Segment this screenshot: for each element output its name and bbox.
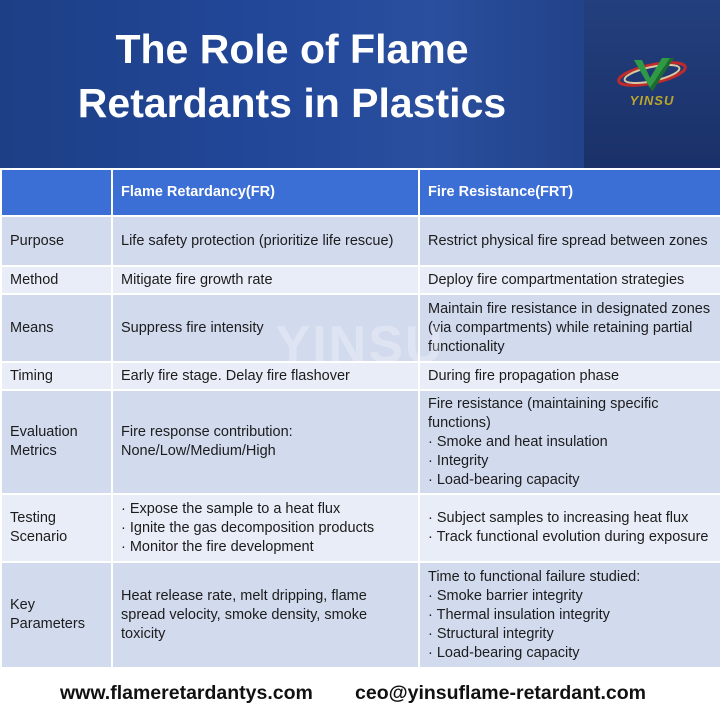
cell-text-line: Key (10, 597, 35, 613)
cell-fire-resistance: · Subject samples to increasing heat flu… (418, 493, 720, 563)
cell-text-line: During fire propagation phase (428, 367, 620, 384)
cell-text-line: Method (10, 271, 59, 288)
cell-text-line: · Smoke barrier integrity (428, 587, 583, 604)
comparison-table: Flame Retardancy(FR) Fire Resistance(FRT… (0, 168, 720, 669)
title-line-2: Retardants in Plastics (77, 80, 507, 126)
cell-text-line: Deploy fire compartmentation strategies (428, 271, 685, 288)
row-label: Purpose (0, 215, 113, 267)
row-label: Method (0, 265, 113, 295)
footer-website[interactable]: www.flameretardantys.com (60, 682, 313, 704)
cell-flame-retardancy: Mitigate fire growth rate (111, 265, 420, 295)
column-header-fire-resistance: Fire Resistance(FRT) (418, 168, 720, 217)
page-title: The Role of Flame Retardants in Plastics (0, 22, 584, 130)
cell-text-line: · Smoke and heat insulation (428, 433, 608, 450)
cell-text-line: · Thermal insulation integrity (428, 606, 610, 623)
cell-text-line: None/Low/Medium/High (121, 443, 276, 459)
cell-flame-retardancy: Fire response contribution: None/Low/Medi… (111, 389, 420, 495)
table-header-row: Flame Retardancy(FR) Fire Resistance(FRT… (0, 168, 720, 217)
cell-text-line: Scenario (10, 529, 68, 545)
cell-fire-resistance: During fire propagation phase (418, 361, 720, 391)
yinsu-logo-icon (617, 58, 687, 92)
cell-fire-resistance: Time to functional failure studied: · Smo… (418, 561, 720, 669)
cell-text-line: Suppress fire intensity (121, 319, 264, 336)
cell-fire-resistance: Deploy fire compartmentation strategies (418, 265, 720, 295)
column-header-flame-retardancy: Flame Retardancy(FR) (111, 168, 420, 217)
row-label: Means (0, 293, 113, 363)
column-header-blank (0, 168, 113, 217)
table-row: Method Mitigate fire growth rate Deploy fi… (0, 265, 720, 295)
cell-text-line: Fire response contribution: (121, 424, 293, 440)
cell-flame-retardancy: Suppress fire intensity (111, 293, 420, 363)
cell-text-line: Metrics (10, 443, 57, 459)
cell-text-line: Life safety protection (prioritize life … (121, 232, 394, 249)
footer-email[interactable]: ceo@yinsuflame-retardant.com (355, 682, 647, 704)
cell-fire-resistance: Maintain fire resistance in designated z… (418, 293, 720, 363)
yinsu-logo: YINSU (612, 52, 692, 116)
title-line-1: The Role of Flame (115, 26, 469, 72)
cell-text-line: Timing (10, 367, 53, 384)
cell-text-line: Mitigate fire growth rate (121, 271, 273, 288)
cell-flame-retardancy: Early fire stage. Delay fire flashover (111, 361, 420, 391)
logo-wordmark: YINSU (629, 93, 675, 108)
table-row: Purpose Life safety protection (prioritiz… (0, 215, 720, 267)
header-banner: The Role of Flame Retardants in Plastics… (0, 0, 720, 168)
cell-text-line: Parameters (10, 616, 85, 632)
cell-flame-retardancy: Life safety protection (prioritize life … (111, 215, 420, 267)
cell-text-line: Means (10, 319, 54, 336)
cell-text-line: · Expose the sample to a heat flux (121, 500, 341, 517)
cell-text-line: · Track functional evolution during expo… (428, 529, 709, 545)
cell-text-line: · Ignite the gas decomposition products (121, 519, 375, 536)
cell-text-line: Heat release rate, melt dripping, flame … (121, 587, 368, 642)
cell-text-line: Evaluation (10, 424, 78, 440)
table-row: Timing Early fire stage. Delay fire flash… (0, 361, 720, 391)
cell-text-line: · Subject samples to increasing heat flu… (428, 510, 689, 526)
cell-text-line: Purpose (10, 232, 65, 249)
cell-text-line: · Load-bearing capacity (428, 644, 580, 661)
footer: www.flameretardantys.com ceo@yinsuflame-… (0, 670, 720, 720)
table-row: Means Suppress fire intensity Maintain fir… (0, 293, 720, 363)
cell-flame-retardancy: Heat release rate, melt dripping, flame … (111, 561, 420, 669)
cell-fire-resistance: Restrict physical fire spread between zo… (418, 215, 720, 267)
cell-text-line: Time to functional failure studied: (428, 568, 641, 585)
row-label: Timing (0, 361, 113, 391)
cell-text-line: Maintain fire resistance in designated z… (428, 300, 711, 355)
cell-fire-resistance: Fire resistance (maintaining specific fu… (418, 389, 720, 495)
cell-text-line: Early fire stage. Delay fire flashover (121, 367, 350, 384)
cell-text-line: · Structural integrity (428, 625, 554, 642)
cell-text-line: · Monitor the fire development (121, 538, 314, 555)
cell-text-line: · Integrity (428, 452, 489, 469)
cell-text-line: · Load-bearing capacity (428, 471, 580, 488)
cell-text-line: Restrict physical fire spread between zo… (428, 232, 708, 249)
cell-flame-retardancy: · Expose the sample to a heat flux · Igni… (111, 493, 420, 563)
cell-text-line: Testing (10, 510, 56, 526)
cell-text-line: Fire resistance (maintaining specific fu… (428, 395, 659, 431)
